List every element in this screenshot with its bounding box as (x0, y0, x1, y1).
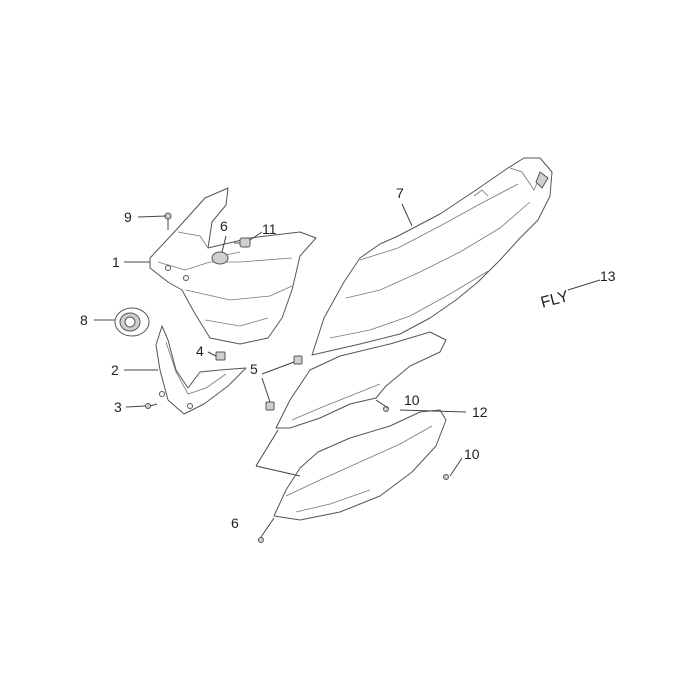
screw-part-3 (145, 403, 158, 409)
screw-part-6-lower (258, 517, 275, 543)
callout-1: 1 (112, 254, 120, 270)
callout-2: 2 (111, 362, 119, 378)
callout-5: 5 (250, 361, 258, 377)
clip-part-5 (261, 355, 303, 411)
lower-side-panel-part (273, 409, 447, 521)
leader-line-13 (567, 279, 601, 291)
leader-line-3 (125, 405, 146, 408)
callout-4: 4 (196, 343, 204, 359)
callout-11: 11 (262, 221, 277, 237)
lock-cap-part (114, 307, 150, 337)
middle-side-panel-part (275, 331, 447, 429)
callout-13: 13 (600, 268, 616, 284)
clip-part-4 (215, 351, 226, 361)
fly-brand-label: FLY (539, 288, 571, 312)
assembly-link-line (255, 429, 301, 477)
callout-10-upper: 10 (404, 392, 420, 408)
callout-10-lower: 10 (464, 446, 480, 462)
screw-part-10-lower (443, 474, 449, 480)
leader-line-10-lower (449, 457, 463, 477)
callout-6-bottom: 6 (231, 515, 239, 531)
callout-3: 3 (114, 399, 122, 415)
bolt-part (234, 237, 251, 248)
front-shield-part (149, 187, 317, 345)
main-side-panel-part (311, 157, 553, 356)
lower-front-cover-part (155, 325, 247, 415)
callout-7: 7 (396, 185, 404, 201)
leader-line-11 (249, 231, 263, 241)
callout-8: 8 (80, 312, 88, 328)
leader-line-7 (401, 203, 413, 227)
bushing-part (211, 251, 241, 265)
leader-line-12 (399, 409, 467, 413)
callout-6-top: 6 (220, 218, 228, 234)
leader-line-10-upper (375, 399, 389, 409)
leader-line-4 (207, 351, 217, 357)
callout-12: 12 (472, 404, 488, 420)
leader-line-6-top (221, 235, 227, 253)
leader-line-9 (137, 215, 167, 218)
callout-9: 9 (124, 209, 132, 225)
